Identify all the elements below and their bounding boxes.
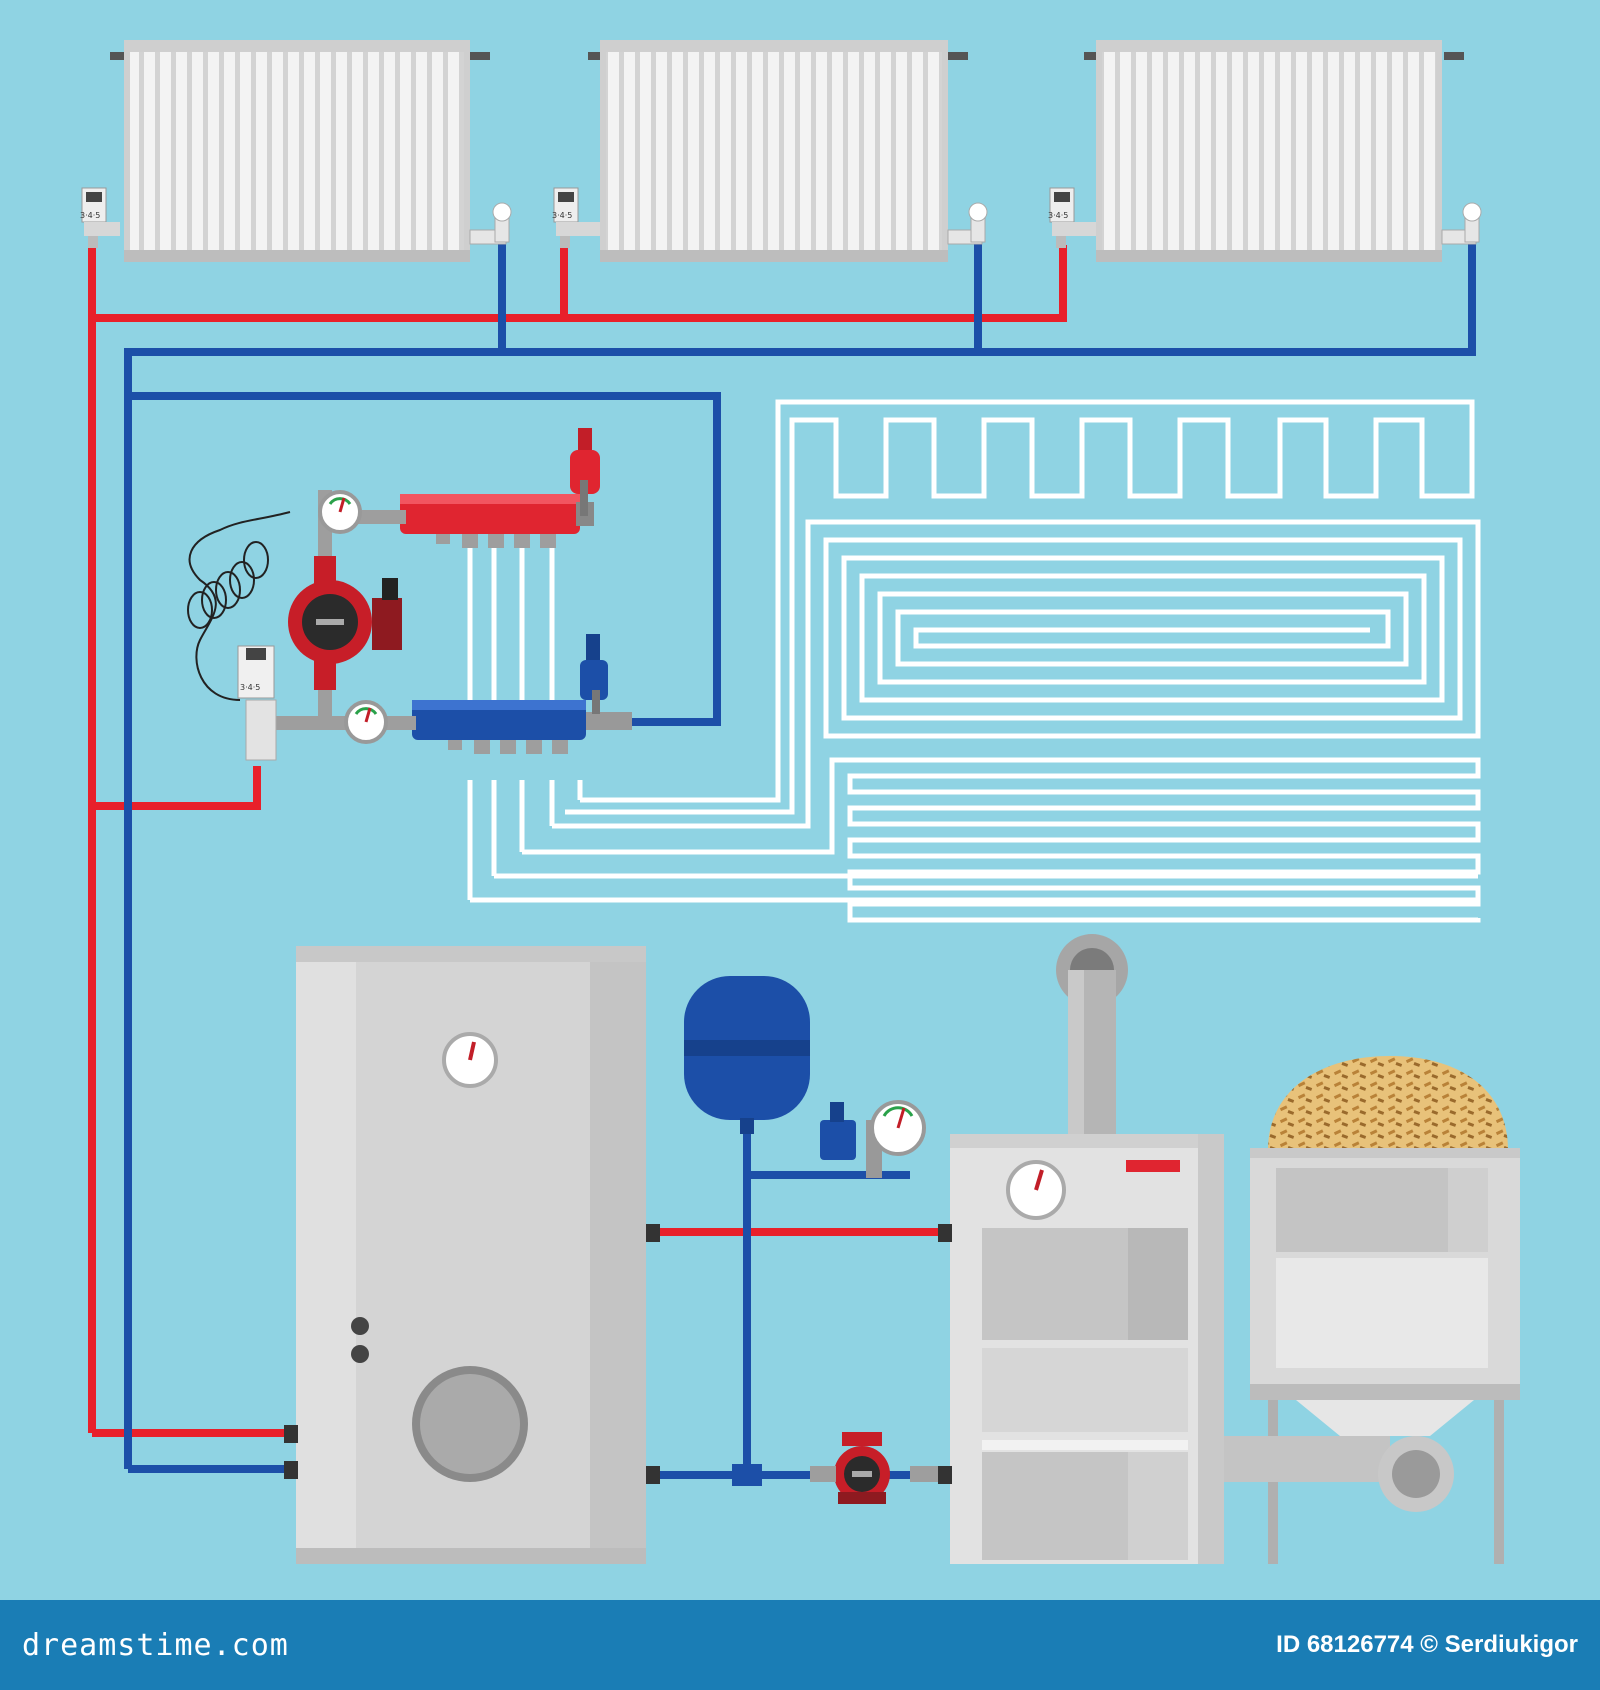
thermostatic-valve-1: 3·4·5	[80, 187, 120, 248]
image-id: ID 68126774	[1276, 1631, 1414, 1658]
radiator-valves: 3·4·5 3·4·5 3·4·5	[80, 187, 1482, 248]
heating-system-diagram: 3·4·5 3·4·5 3·4·5	[80, 40, 1520, 1564]
boiler-circulation-pump	[732, 1432, 950, 1504]
thermostat-scale-label: 3·4·5	[240, 683, 260, 692]
pellet-boiler	[938, 1134, 1224, 1564]
image-credit: ID 68126774 © Serdiukigor	[1276, 1631, 1578, 1659]
underfloor-supply-manifold	[400, 428, 600, 548]
brand-watermark: dreamstime.com	[22, 1627, 289, 1663]
radiator-1	[110, 40, 490, 262]
underfloor-return-manifold	[412, 634, 632, 754]
manifold-thermostat-head: 3·4·5	[187, 511, 291, 701]
underfloor-heating-loops	[467, 399, 1481, 923]
cold-pipes	[124, 240, 1476, 1479]
radiator-3	[1084, 40, 1464, 262]
expansion-vessel	[684, 976, 810, 1134]
thermostatic-valve-3: 3·4·5	[1048, 187, 1096, 248]
safety-group	[820, 1100, 926, 1178]
thermostat-scale-label: 3·4·5	[1048, 211, 1068, 220]
chimney	[1056, 934, 1128, 1138]
manifold-pressure-gauges	[318, 490, 388, 744]
author-credit: © Serdiukigor	[1420, 1631, 1578, 1658]
manifold-circulation-pump	[288, 556, 402, 690]
radiator-2	[588, 40, 968, 262]
pellet-hopper	[1224, 1056, 1520, 1564]
thermostatic-valve-2: 3·4·5	[552, 187, 600, 248]
thermostat-scale-label: 3·4·5	[80, 211, 100, 220]
hot-water-tank	[284, 946, 660, 1564]
footer-bar: dreamstime.com ID 68126774 © Serdiukigor	[0, 1600, 1600, 1690]
thermostat-scale-label: 3·4·5	[552, 211, 572, 220]
